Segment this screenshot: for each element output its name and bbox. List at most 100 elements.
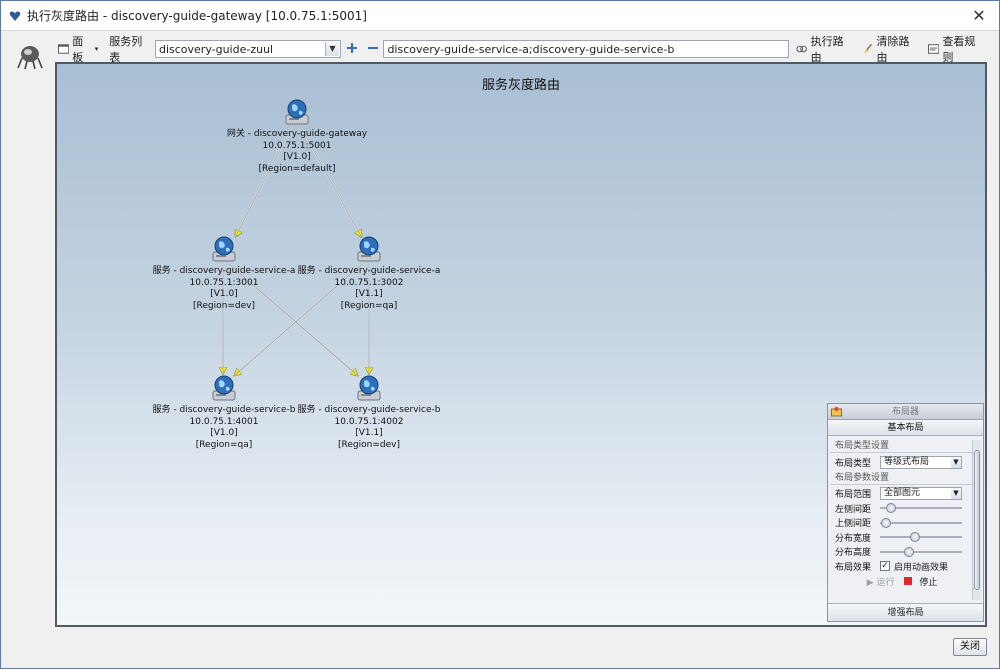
layout-panel-title: 布局器 [891,407,919,417]
type-section-header: 布局类型设置 [830,440,974,453]
clear-route-button[interactable]: 清除路由 [859,35,921,64]
layout-panel-scrollbar[interactable] [972,440,981,600]
chevron-down-icon: ▾ [94,45,99,53]
node-name: 服务 - discovery-guide-service-b [297,405,441,415]
scrollbar-thumb[interactable] [974,450,980,590]
title-bar: 执行灰度路由 - discovery-guide-gateway [10.0.7… [1,1,999,31]
canvas-title: 服务灰度路由 [481,78,560,93]
slider-thumb[interactable] [903,546,914,557]
top-spacing-slider[interactable] [880,517,962,528]
node-version: [V1.0] [283,152,311,162]
execute-icon [796,45,808,53]
window-close-button[interactable]: ✕ [972,6,986,25]
server-globe-icon [285,99,309,125]
node-address: 10.0.75.1:4002 [334,416,404,427]
service-a-3001-node[interactable]: 服务 - discovery-guide-service-a 10.0.75.1… [144,234,304,312]
topology-edges [57,123,985,625]
node-name: 服务 - discovery-guide-service-b [152,405,296,415]
slider-thumb[interactable] [909,532,920,543]
node-version: [V1.0] [210,289,238,299]
server-globe-icon [212,375,236,401]
close-button[interactable]: 关闭 [953,638,987,656]
animation-checkbox[interactable]: ✓ [880,561,890,572]
slider-label: 分布宽度 [835,533,872,544]
service-b-4002-node[interactable]: 服务 - discovery-guide-service-b 10.0.75.1… [289,373,449,451]
layout-actions: ▶ 运行 停止 [830,574,974,590]
service-b-4001-node[interactable]: 服务 - discovery-guide-service-b 10.0.75.1… [144,373,304,451]
route-input[interactable]: discovery-guide-service-a;discovery-guid… [383,40,790,58]
node-name: 网关 - discovery-guide-gateway [226,129,368,139]
service-list-value: discovery-guide-zuul [158,42,274,56]
layout-icon [831,407,842,417]
execute-route-button[interactable]: 执行路由 [793,35,855,64]
service-a-3002-node[interactable]: 服务 - discovery-guide-service-a 10.0.75.1… [289,234,449,312]
chevron-down-icon: ▼ [951,456,961,468]
top-spacing-row: 上侧间距 [830,516,974,531]
node-version: [V1.1] [355,289,383,299]
run-button[interactable]: ▶ 运行 [867,575,895,588]
node-address: 10.0.75.1:3001 [189,277,259,288]
plus-icon [346,43,357,53]
toolbar: 面板 ▾ 服务列表 discovery-guide-zuul ▼ discove… [55,35,987,64]
node-name: 服务 - discovery-guide-service-a [152,266,296,276]
layout-range-select[interactable]: 全部图元 ▼ [880,487,962,501]
node-address: 10.0.75.1:3002 [334,277,404,288]
server-globe-icon [212,236,236,262]
basic-layout-tab[interactable]: 基本布局 [828,420,983,436]
heart-icon [9,11,21,21]
layout-panel-header[interactable]: 布局器 [828,404,983,420]
gateway-node[interactable]: 网关 - discovery-guide-gateway 10.0.75.1:5… [217,97,377,175]
server-globe-icon [357,236,381,262]
left-spacing-slider[interactable] [880,503,962,514]
layout-effect-row: 布局效果 ✓ 启用动画效果 [830,559,974,574]
node-address: 10.0.75.1:4001 [189,416,259,427]
distribution-height-row: 分布高度 [830,545,974,560]
distribution-height-slider[interactable] [880,546,962,557]
route-input-value: discovery-guide-service-a;discovery-guid… [387,42,675,56]
slider-label: 左侧间距 [835,504,872,515]
service-list-select[interactable]: discovery-guide-zuul ▼ [154,40,341,58]
layout-type-value: 等级式布局 [884,456,930,467]
layout-range-row: 布局范围 全部图元 ▼ [830,487,974,502]
slider-label: 上侧间距 [835,519,872,530]
window-title: 执行灰度路由 - discovery-guide-gateway [10.0.7… [27,9,367,23]
slider-thumb[interactable] [885,503,896,514]
layout-panel-body: 布局类型设置 布局类型 等级式布局 ▼ 布局参数设置 布局范围 全部图元 ▼ 左… [830,440,974,600]
slider-thumb[interactable] [881,517,892,528]
node-region: [Region=qa] [340,300,398,311]
layout-range-label: 布局范围 [835,490,872,501]
node-region: [Region=qa] [195,439,253,450]
node-version: [V1.0] [210,428,238,438]
node-region: [Region=dev] [193,300,255,311]
view-rules-button[interactable]: 查看规则 [925,35,987,64]
layout-type-row: 布局类型 等级式布局 ▼ [830,455,974,470]
topology-canvas[interactable]: 服务灰度路由 [55,62,987,627]
service-list-label: 服务列表 [109,35,143,64]
slider-label: 分布高度 [835,548,872,559]
layout-panel: 布局器 基本布局 布局类型设置 布局类型 等级式布局 ▼ 布局参数设置 布局范围… [827,403,984,622]
minus-icon [367,47,378,49]
param-section-header: 布局参数设置 [830,472,974,485]
distribution-width-row: 分布宽度 [830,530,974,545]
node-version: [V1.1] [355,428,383,438]
app-logo-icon [17,46,43,70]
layout-type-select[interactable]: 等级式布局 ▼ [880,455,962,469]
chevron-down-icon: ▼ [951,488,961,500]
remove-route-button[interactable] [366,42,379,56]
server-globe-icon [357,375,381,401]
animation-label: 启用动画效果 [894,562,949,573]
enhanced-layout-tab[interactable]: 增强布局 [828,603,983,621]
layout-type-label: 布局类型 [835,458,872,469]
distribution-width-slider[interactable] [880,532,962,543]
node-region: [Region=default] [258,163,336,174]
stop-button[interactable]: 停止 [904,575,937,588]
panel-menu-button[interactable]: 面板 ▾ [55,35,101,64]
node-address: 10.0.75.1:5001 [262,140,332,151]
panel-label: 面板 [72,35,84,64]
add-route-button[interactable] [345,42,358,56]
execute-label: 执行路由 [810,35,844,64]
clear-label: 清除路由 [876,35,910,64]
node-region: [Region=dev] [338,439,400,450]
node-name: 服务 - discovery-guide-service-a [297,266,441,276]
